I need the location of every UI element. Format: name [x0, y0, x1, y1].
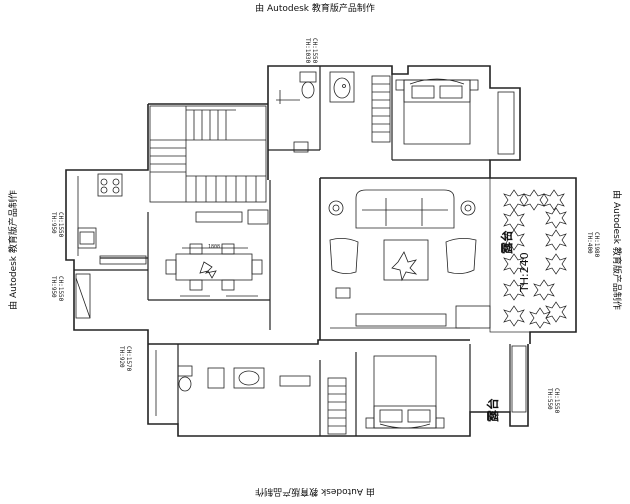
dim-bath-top-ch: CH:1550 — [311, 38, 318, 64]
dim-kitchen-ch: CH:1550 — [57, 212, 64, 238]
watermark-bottom: 由 Autodesk 教育版产品制作 — [255, 486, 375, 496]
staircase — [149, 105, 267, 203]
dim-balcony-ch: CH:1550 — [553, 388, 560, 414]
kitchen — [77, 173, 123, 256]
bottom-bathroom — [155, 350, 311, 416]
living-room — [328, 189, 491, 329]
watermark-right: 由 Autodesk 教育版产品制作 — [611, 190, 621, 310]
dim-dining-width: 1808 — [208, 244, 221, 250]
terrace-th-label: TH:240 — [518, 252, 531, 292]
bottom-bedroom — [327, 355, 445, 435]
watermark-left: 由 Autodesk 教育版产品制作 — [9, 190, 19, 310]
watermark-top: 由 Autodesk 教育版产品制作 — [255, 4, 375, 14]
dim-bath-top-th: TH:1030 — [304, 38, 311, 64]
dim-bath-bottom-th: TH:920 — [118, 346, 125, 368]
dining — [165, 209, 269, 297]
planter-row-top — [503, 189, 567, 329]
dim-laundry-ch: CH:1550 — [57, 276, 64, 302]
top-bedroom — [371, 75, 515, 155]
terrace-label-bottom: 露台 — [486, 397, 500, 422]
top-bathroom — [276, 71, 355, 153]
inner-walls — [74, 66, 511, 436]
dim-terrace-ch: CH:1980 — [593, 232, 600, 258]
terrace-right — [489, 177, 577, 333]
dim-kitchen-th: TH:950 — [50, 212, 57, 234]
dim-balcony-th: TH:550 — [546, 388, 553, 410]
dim-terrace-th: TH:400 — [586, 232, 593, 254]
balcony-bottom — [511, 345, 527, 413]
dim-laundry-th: TH:950 — [50, 276, 57, 298]
terrace-label-top: 露台 — [500, 229, 514, 254]
laundry — [75, 255, 147, 319]
dim-bath-bottom-ch: CH:1570 — [125, 346, 132, 372]
